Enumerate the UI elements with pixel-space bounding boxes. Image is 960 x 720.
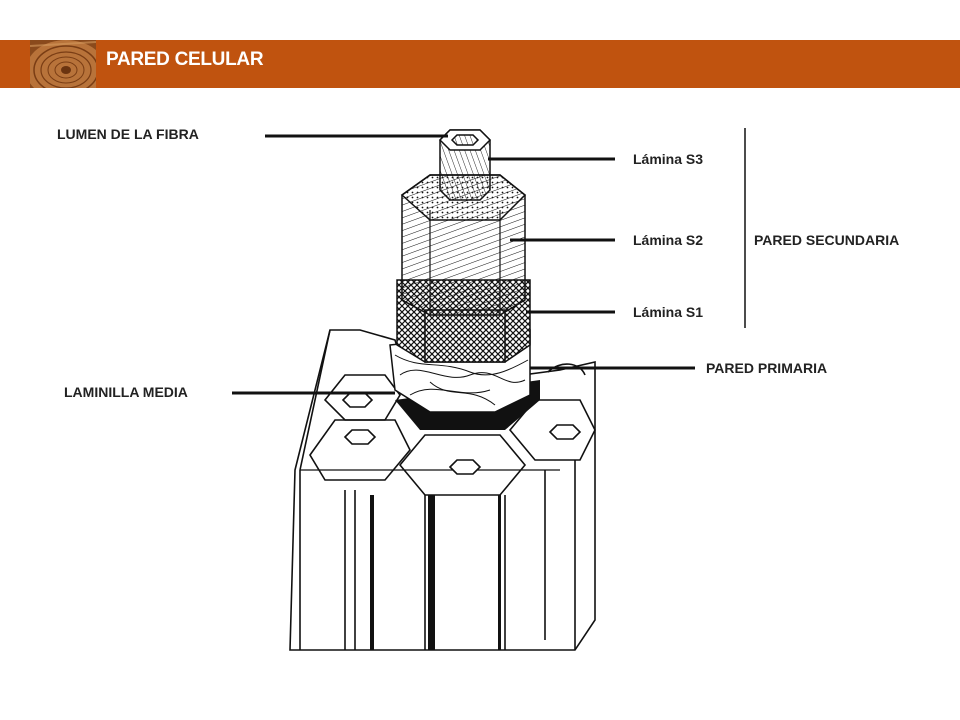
label-lumen: LUMEN DE LA FIBRA bbox=[57, 126, 199, 142]
label-s1: Lámina S1 bbox=[633, 304, 704, 320]
leader-lines bbox=[232, 134, 695, 395]
label-s3: Lámina S3 bbox=[633, 151, 704, 167]
wood-cross-section-icon bbox=[30, 40, 96, 88]
label-primary-wall: PARED PRIMARIA bbox=[706, 360, 828, 376]
page-title: PARED CELULAR bbox=[106, 49, 264, 70]
label-s2: Lámina S2 bbox=[633, 232, 704, 248]
header-bar: PARED CELULAR bbox=[0, 40, 960, 88]
label-secondary-wall: PARED SECUNDARIA bbox=[754, 232, 900, 248]
fiber-layers bbox=[389, 129, 531, 413]
label-middle-lamella: LAMINILLA MEDIA bbox=[64, 384, 188, 400]
